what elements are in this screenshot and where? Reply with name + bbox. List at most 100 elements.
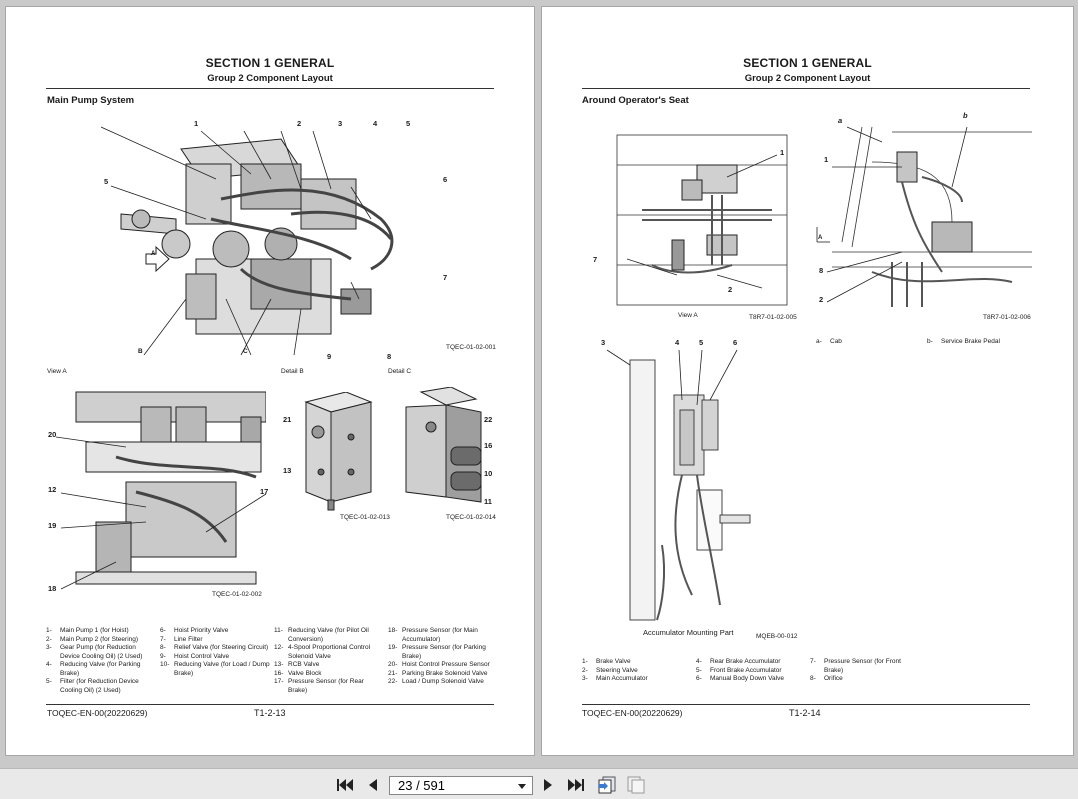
fig2-code: T8R7-01-02-006 [983,314,1031,321]
group-title: Group 2 Component Layout [207,73,333,84]
callout-21: 21 [283,415,292,424]
footer-rule [46,704,494,705]
footer-doc-code: TOQEC-EN-00(20220629) [582,708,683,718]
detail-b-illustration [304,392,373,511]
single-page-view-icon[interactable] [597,776,617,794]
legend-item: 3-Gear Pump (for Reduction Device Coolin… [46,644,143,660]
page-right: SECTION 1 GENERAL Group 2 Component Layo… [541,6,1074,756]
detail-b-label: Detail B [281,368,304,375]
legend-item: 20-Hoist Control Pressure Sensor [388,661,490,668]
legend-col-2: 6-Hoist Priority Valve 7-Line Filter 8-R… [160,627,270,678]
legend-item: 5-Filter (for Reduction Device Cooling O… [46,678,139,694]
fig1-code: TQEC-01-02-001 [446,344,496,351]
label-legend-b: b-Service Brake Pedal [927,338,1000,345]
footer-page-number: T1-2-13 [254,708,286,718]
accumulator-illustration [606,349,751,621]
legend-item: 2-Steering Valve [582,666,638,674]
legend-item: 11-Reducing Valve (for Pilot Oil Convers… [274,627,369,643]
callout-16: 16 [484,441,493,450]
callout-4: 4 [373,119,378,128]
callout-10: 10 [484,469,493,478]
footer-doc-code: TOQEC-EN-00(20220629) [47,708,148,718]
label-legend-a: a-Cab [816,338,842,345]
fig1-caption: View A [678,312,698,319]
group-title: Group 2 Component Layout [744,73,871,84]
callout-8: 8 [387,352,392,361]
callout-2: 2 [297,119,302,128]
legend-item: 18-Pressure Sensor (for Main Accumulator… [388,627,478,643]
previous-page-icon[interactable] [363,776,383,794]
callout-2b: 2 [819,295,824,304]
callout-a: a [838,116,843,125]
page-left: SECTION 1 GENERAL Group 2 Component Layo… [5,6,535,756]
fig2-code: TQEC-01-02-002 [212,591,262,598]
callout-9: 9 [327,352,332,361]
first-page-icon[interactable] [335,776,355,794]
page-number-input[interactable] [398,778,458,793]
legend-item: 19-Pressure Sensor (for Parking Brake) [388,644,486,660]
callout-4: 4 [675,338,680,347]
legend-item: 7-Line Filter [160,635,203,643]
view-a-label: View A [47,368,67,375]
callout-1b: 1 [824,155,829,164]
callout-19: 19 [48,521,57,530]
legend-col-4: 18-Pressure Sensor (for Main Accumulator… [388,627,498,687]
legend-col-3: 11-Reducing Valve (for Pilot Oil Convers… [274,627,384,695]
legend-col-1: 1-Main Pump 1 (for Hoist) 2-Main Pump 2 … [46,627,151,695]
legend-item: 3-Main Accumulator [582,675,648,682]
callout-1: 1 [780,148,785,157]
callout-c: C [243,348,248,355]
two-page-view-icon[interactable] [626,776,646,794]
page-number-selector[interactable] [389,776,533,795]
legend-item: 21-Parking Brake Solenoid Valve [388,669,488,677]
callout-b: b [963,111,968,120]
subsection-heading: Main Pump System [47,95,135,106]
fig1-code: T8R7-01-02-005 [749,314,797,321]
chevron-down-icon[interactable] [518,784,526,789]
callout-5b: 5 [104,177,109,186]
detail-c-illustration [405,387,482,503]
callout-1: 1 [194,119,199,128]
legend-item: 6-Manual Body Down Valve [696,675,784,682]
header-rule [582,88,1030,89]
callout-2: 2 [728,285,733,294]
document-viewer[interactable]: SECTION 1 GENERAL Group 2 Component Layo… [0,0,1078,768]
callout-18: 18 [48,584,57,593]
callout-22: 22 [484,415,493,424]
subsection-heading: Around Operator's Seat [582,95,689,106]
view-a-brake-valve-illustration [616,134,788,306]
legend-item: 1-Brake Valve [582,658,631,665]
legend-item: 12-4-Spool Proportional Control Solenoid… [274,644,371,660]
legend-item: 4-Rear Brake Accumulator [696,658,781,665]
legend-col-3: 7-Pressure Sensor (for Front Brake) 8-Or… [810,658,920,684]
callout-11: 11 [484,497,492,506]
callout-a-arrow: A [818,235,823,241]
legend-item: 8-Relief Valve (for Steering Circuit) [160,644,269,651]
legend-item: 5-Front Brake Accumulator [696,666,782,674]
callout-b: B [138,348,143,355]
callout-8: 8 [819,266,824,275]
callout-5: 5 [699,338,704,347]
legend-col-2: 4-Rear Brake Accumulator 5-Front Brake A… [696,658,806,684]
section-title: SECTION 1 GENERAL [743,56,872,70]
next-page-icon[interactable] [538,776,558,794]
legend-item: 6-Hoist Priority Valve [160,627,229,634]
legend-item: 22-Load / Dump Solenoid Valve [388,678,484,685]
header-rule [46,88,494,89]
footer-rule [582,704,1030,705]
callout-5: 5 [406,119,411,128]
legend-item: 1-Main Pump 1 (for Hoist) [46,627,129,634]
legend-item: 13-RCB Valve [274,661,320,668]
legend-item: 4-Reducing Valve (for Parking Brake) [46,661,141,677]
legend-item: 10-Reducing Valve (for Load / Dump Brake… [160,661,270,677]
legend-item: 7-Pressure Sensor (for Front Brake) [810,658,901,674]
legend-item: 2-Main Pump 2 (for Steering) [46,635,139,643]
legend-item: 9-Hoist Control Valve [160,652,230,660]
fig4-code: TQEC-01-02-014 [446,514,496,521]
legend-col-1: 1-Brake Valve 2-Steering Valve 3-Main Ac… [582,658,692,684]
fig3-caption: Accumulator Mounting Part [643,628,734,637]
callout-a: A [151,251,156,257]
callout-12: 12 [48,485,57,494]
legend-item: 17-Pressure Sensor (for Rear Brake) [274,678,364,694]
last-page-icon[interactable] [566,776,586,794]
